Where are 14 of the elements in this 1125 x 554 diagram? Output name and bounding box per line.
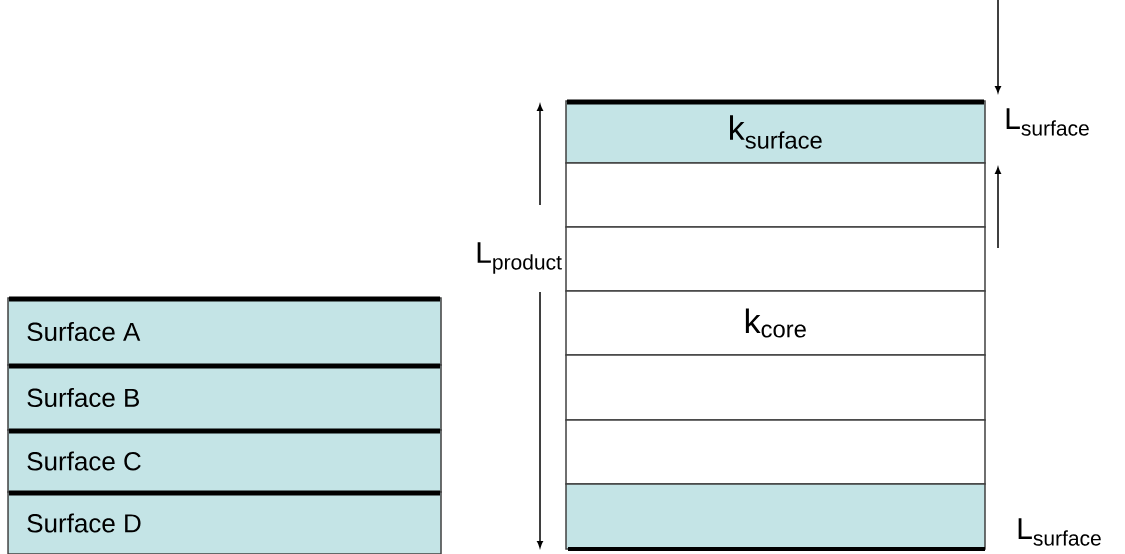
layer-box: Surface C <box>7 428 442 493</box>
core-layer <box>565 226 986 292</box>
layer-box: Surface A <box>7 296 442 366</box>
core-layer: k$_{core}$ <box>565 290 986 356</box>
surface-layer <box>565 483 986 551</box>
core-layer <box>565 419 986 485</box>
layer-box: Surface D <box>7 490 442 554</box>
core-layer <box>565 162 986 228</box>
dimension-label: L$_{product}$ <box>477 242 562 274</box>
core-layer <box>565 354 986 421</box>
dimension-label: L$_{surface}$ <box>1018 518 1101 546</box>
surface-layer: k$_{surface}$ <box>565 99 986 164</box>
layer-box: Surface B <box>7 363 442 431</box>
dimension-label: L$_{surface}$ <box>1006 108 1089 136</box>
